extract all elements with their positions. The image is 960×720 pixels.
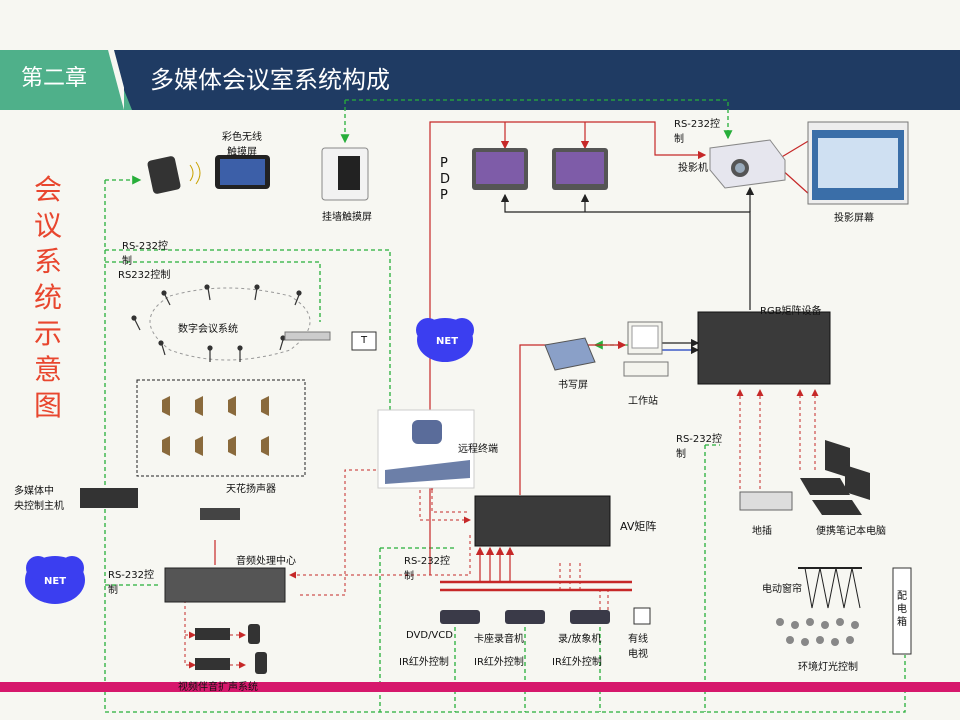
laptop-label: 便携笔记本电脑 xyxy=(816,526,886,537)
cassette-label: 卡座录音机 xyxy=(474,634,524,645)
wireless-touch-screen-icon xyxy=(147,155,270,194)
pdp-screen xyxy=(472,148,608,190)
wall-touch-panel-icon xyxy=(321,147,369,201)
dist-box-label: 配电箱 xyxy=(897,591,907,628)
speaker-icons xyxy=(162,396,269,456)
distribution-box xyxy=(892,567,912,655)
net-label-top: NET xyxy=(436,336,459,347)
curtain-label: 电动窗帘 xyxy=(762,584,802,595)
recorder-label: 录/放象机 xyxy=(558,634,602,645)
rgb-matrix-label: RGB矩阵设备 xyxy=(760,306,822,317)
projection-screen-icon xyxy=(807,121,909,205)
page-title: 多媒体会议室系统构成 xyxy=(150,66,390,94)
side-title-char: 示 xyxy=(33,317,62,350)
net-cloud-icon xyxy=(25,318,474,604)
cable-tv-label: 有线 电视 xyxy=(628,634,648,660)
playback-devices-icon xyxy=(440,610,610,624)
rs232-right-label: RS-232控 制 xyxy=(676,434,722,460)
rs232-left2-label: RS232控制 xyxy=(118,270,171,281)
side-title-char: 会 xyxy=(33,173,62,206)
laptop-icon xyxy=(800,440,870,515)
pdp-label: PDP xyxy=(440,156,451,203)
wall-touch-label: 挂墙触摸屏 xyxy=(322,212,372,223)
video-system-label: 视频伴音扩声系统 xyxy=(178,682,258,693)
video-lines xyxy=(500,186,755,355)
central-control-label: 多媒体中 央控制主机 xyxy=(14,486,64,512)
chapter-tab xyxy=(0,50,132,110)
central-control-host-icon xyxy=(80,488,138,508)
color-touch-label: 彩色无线 触摸屏 xyxy=(222,132,262,158)
bottom-bar xyxy=(0,682,960,692)
digital-conf-label: 数字会议系统 xyxy=(178,324,238,335)
amplifier-icon xyxy=(200,508,240,520)
floor-socket-icon xyxy=(739,491,793,511)
projector-icon xyxy=(709,139,786,189)
remote-terminal-label: 远程终端 xyxy=(458,444,498,455)
ceiling-speaker-label: 天花扬声器 xyxy=(226,484,276,495)
side-title-char: 议 xyxy=(33,209,62,242)
audio-processor-icon xyxy=(164,567,286,603)
curtain-icon xyxy=(798,567,862,609)
remote-terminal-icon xyxy=(377,409,475,489)
workstation-label: 工作站 xyxy=(628,396,658,407)
speaker-group-box xyxy=(136,379,306,477)
workstation-icon xyxy=(623,321,669,377)
small-speakers-icon xyxy=(248,624,267,674)
chapter-label: 第二章 xyxy=(20,66,87,91)
conference-microphones-icon xyxy=(131,284,302,362)
av-matrix-label: AV矩阵 xyxy=(620,520,657,533)
rs232-mid-label: RS-232控 制 xyxy=(404,556,450,582)
ir-label-1: IR红外控制 xyxy=(399,657,449,668)
ir-label-2: IR红外控制 xyxy=(474,657,524,668)
rs232-bottom-left-label: RS-232控 制 xyxy=(108,570,154,596)
dvd-label: DVD/VCD xyxy=(406,630,453,641)
t-box-label: T xyxy=(361,335,368,346)
cable-tv-box xyxy=(633,607,651,625)
writing-screen-icon xyxy=(544,337,596,371)
audio-lines xyxy=(149,287,819,669)
projector-label: 投影机 xyxy=(678,163,708,174)
conference-host-icon xyxy=(284,331,331,341)
amp-rack-icon xyxy=(195,628,230,640)
floor-socket-label: 地插 xyxy=(752,526,772,537)
audio-center-label: 音频处理中心 xyxy=(236,556,296,567)
light-control-label: 环境灯光控制 xyxy=(798,662,858,673)
net-label-bottom: NET xyxy=(44,576,67,587)
rgb-matrix-icon xyxy=(697,311,831,385)
rs232-top-label: RS-232控 制 xyxy=(674,119,720,145)
side-title: 会 议 系 统 示 意 图 xyxy=(28,172,68,424)
ir-label-3: IR红外控制 xyxy=(552,657,602,668)
light-fixtures-icon xyxy=(776,618,859,646)
side-title-char: 意 xyxy=(33,353,62,386)
side-title-char: 图 xyxy=(33,389,62,422)
side-title-char: 统 xyxy=(33,281,62,314)
av-matrix-icon xyxy=(474,495,611,547)
writing-screen-label: 书写屏 xyxy=(558,380,588,391)
rs232-left1-label: RS-232控 制 xyxy=(122,241,168,267)
screen-label: 投影屏幕 xyxy=(834,213,874,224)
t-box xyxy=(351,331,377,351)
amp-rack-icon-2 xyxy=(195,658,230,670)
side-title-char: 系 xyxy=(33,245,62,278)
